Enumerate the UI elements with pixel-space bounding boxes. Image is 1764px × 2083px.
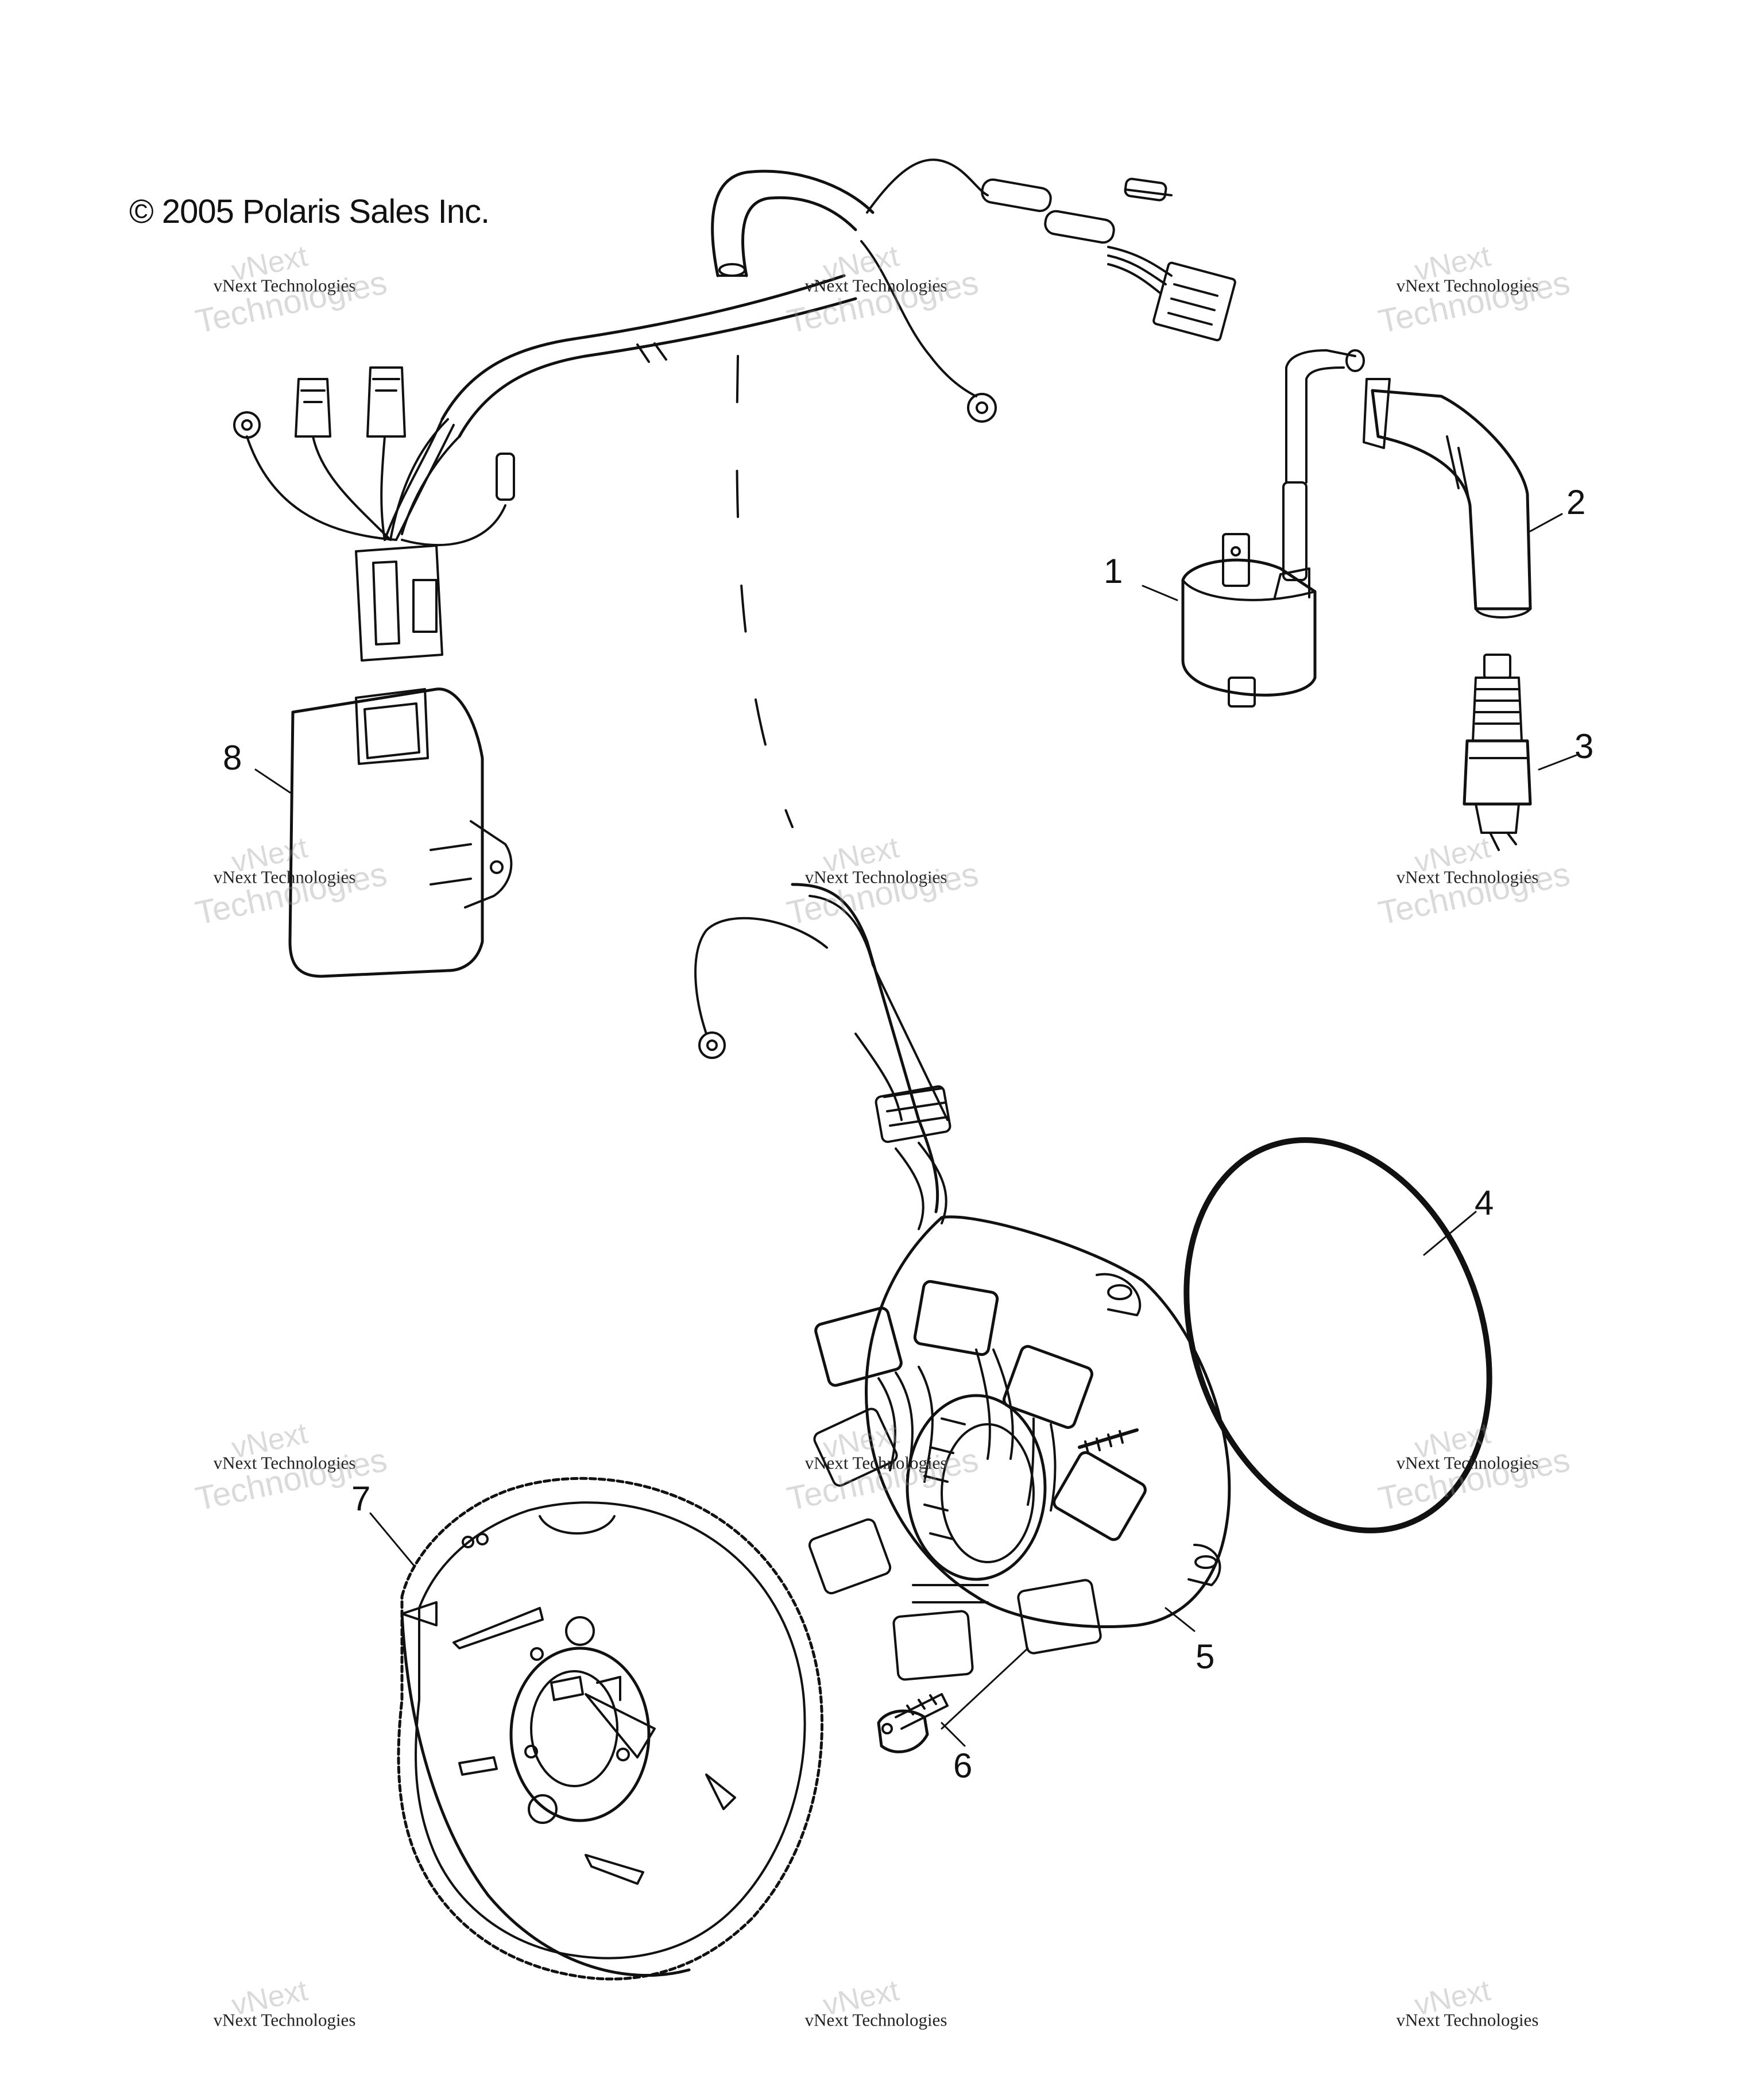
stator xyxy=(694,883,1231,1681)
cdi-box xyxy=(288,687,513,978)
callout-6: 6 xyxy=(953,1746,973,1785)
routing-dash-line xyxy=(736,355,794,828)
callout-3: 3 xyxy=(1575,727,1594,766)
wiring-harness xyxy=(233,159,1236,662)
copyright-notice: © 2005 Polaris Sales Inc. xyxy=(129,193,490,230)
flywheel xyxy=(397,1477,823,1981)
spark-plug xyxy=(1463,654,1532,851)
o-ring xyxy=(1183,1137,1492,1533)
callout-2: 2 xyxy=(1566,483,1586,521)
ignition-coil xyxy=(1181,349,1365,708)
callout-8: 8 xyxy=(223,739,242,777)
stator-screw xyxy=(877,1693,949,1753)
callout-4: 4 xyxy=(1475,1184,1494,1222)
spark-plug-cap xyxy=(1363,378,1532,619)
leader-lines xyxy=(254,513,1577,1747)
callout-1: 1 xyxy=(1104,552,1123,590)
callout-7: 7 xyxy=(351,1479,371,1518)
callout-5: 5 xyxy=(1196,1637,1215,1676)
